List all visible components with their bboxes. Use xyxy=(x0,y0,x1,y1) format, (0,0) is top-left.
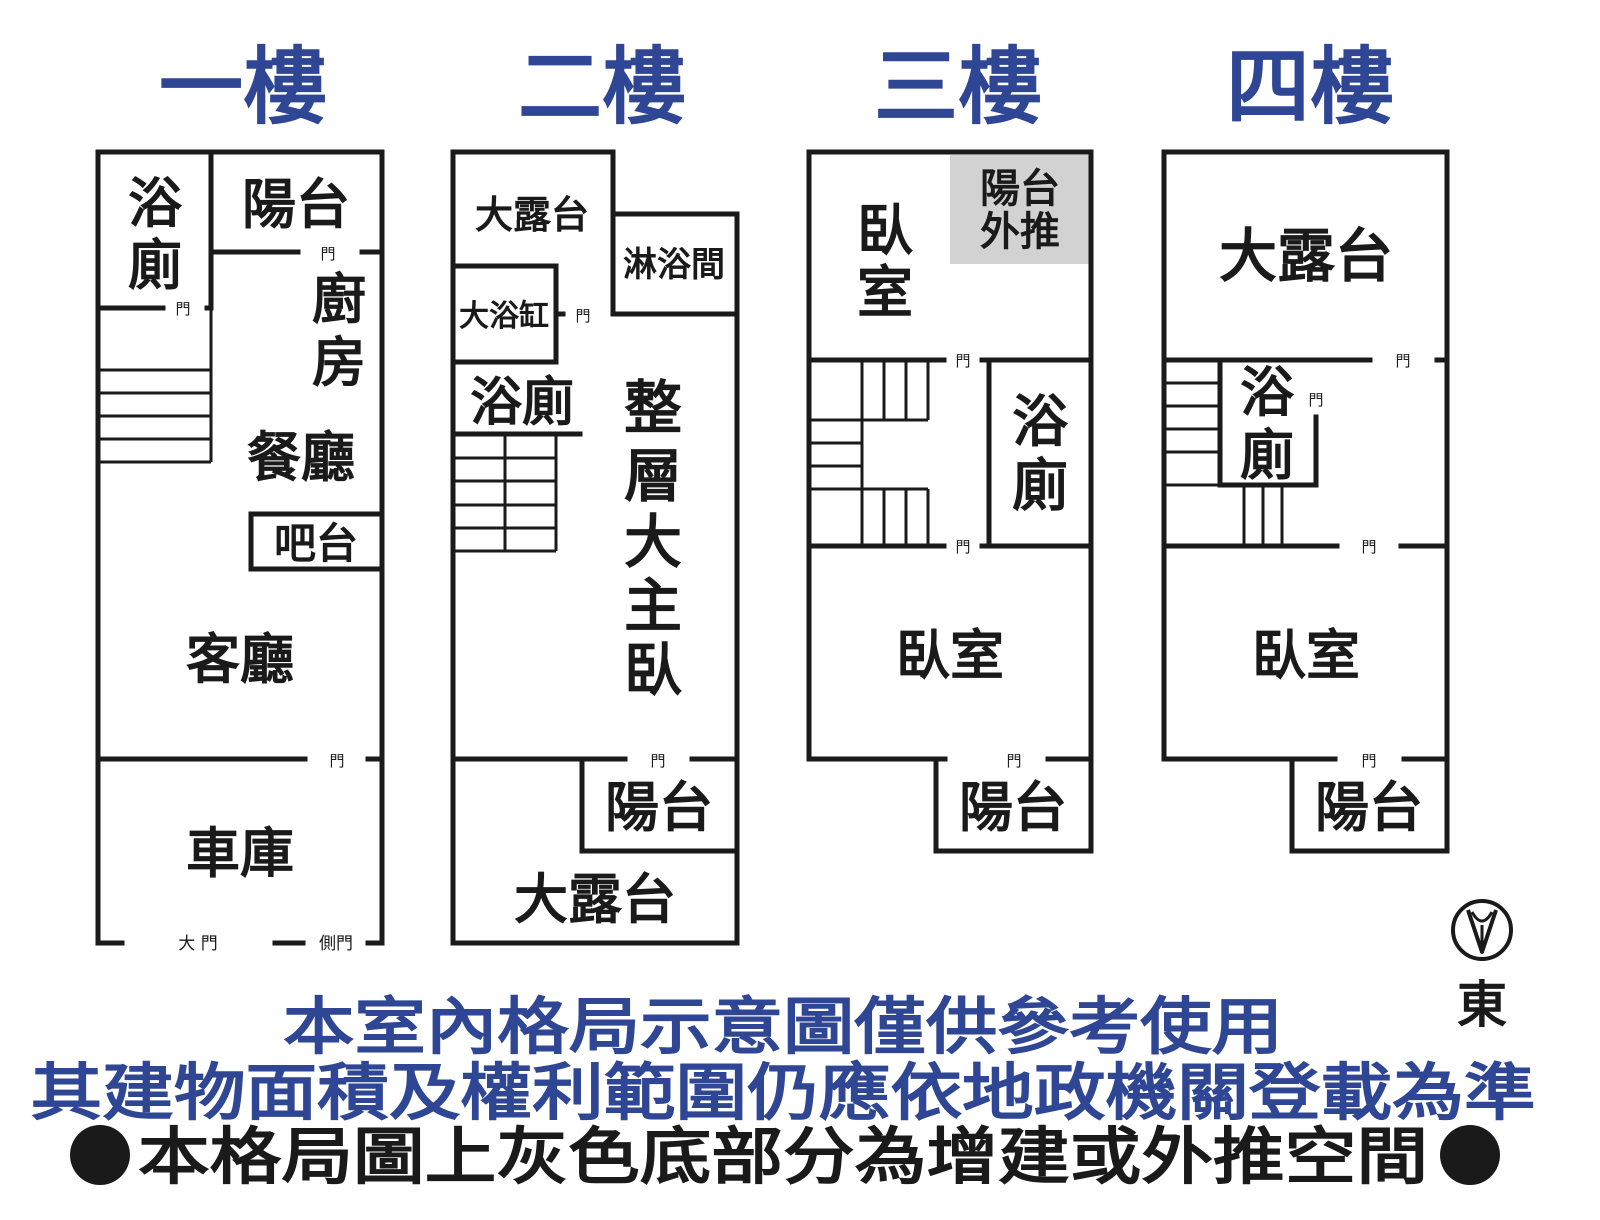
floor-2-plan xyxy=(450,149,740,946)
compass-label: 東 xyxy=(1457,976,1507,1034)
f4-door-upper: 門 xyxy=(1395,352,1410,370)
f3-door-upper: 門 xyxy=(955,352,970,370)
f2-terrace-top-label: 大露台 xyxy=(475,193,589,237)
floor-1-plan xyxy=(95,149,385,946)
f3-door-lower: 門 xyxy=(955,538,970,556)
f2-terrace-bottom-label: 大露台 xyxy=(514,868,676,931)
f1-kitchen-label-a: 廚 xyxy=(312,268,366,331)
f2-master-char-1: 整 xyxy=(624,374,682,442)
f1-bath-label-b: 廁 xyxy=(128,234,182,297)
f1-living-label: 客廳 xyxy=(186,628,294,691)
f1-door-garage: 門 xyxy=(329,752,344,770)
f1-side-door-label: 側門 xyxy=(319,934,353,954)
compass-icon xyxy=(1451,899,1513,961)
f2-balcony-label: 陽台 xyxy=(605,776,713,839)
f1-bar-label: 吧台 xyxy=(274,519,358,568)
f1-balcony-label: 陽台 xyxy=(242,173,350,236)
f4-door-bath: 門 xyxy=(1308,391,1323,409)
f2-bathtub-label: 大浴缸 xyxy=(459,299,549,334)
f2-shower-label: 淋浴間 xyxy=(623,245,725,285)
floor-2-title: 二樓 xyxy=(518,38,686,136)
f1-main-door-label: 大 門 xyxy=(178,934,217,954)
f3-bedroom-top-label-a: 臥 xyxy=(857,199,913,264)
disclaimer-line-1: 本室內格局示意圖僅供參考使用 xyxy=(283,990,1283,1063)
f2-master-char-2: 層 xyxy=(624,442,682,510)
f3-balcony-ext-label-b: 外推 xyxy=(980,209,1060,255)
gray-area-note: 本格局圖上灰色底部分為增建或外推空間 xyxy=(138,1120,1428,1193)
f3-balcony-ext-label-a: 陽台 xyxy=(980,166,1060,212)
f4-bedroom-label: 臥室 xyxy=(1252,624,1360,687)
f1-kitchen-label-b: 房 xyxy=(312,331,366,394)
f2-door-balcony: 門 xyxy=(650,752,665,770)
f1-dining-label: 餐廳 xyxy=(247,426,355,489)
f4-balcony-label: 陽台 xyxy=(1315,776,1423,839)
f2-bath-label: 浴廁 xyxy=(470,373,574,433)
f3-bath-label-a: 浴 xyxy=(1012,390,1069,455)
f3-bath-label-b: 廁 xyxy=(1012,454,1068,519)
f3-bedroom-label: 臥室 xyxy=(896,624,1004,687)
f3-extension-gray-area xyxy=(950,155,1089,264)
note-bullet-left-icon xyxy=(70,1125,130,1185)
f1-door-balcony: 門 xyxy=(320,245,335,263)
floor-4-plan xyxy=(1161,149,1450,854)
floor-4-title: 四樓 xyxy=(1226,38,1394,136)
f3-balcony-label: 陽台 xyxy=(959,776,1067,839)
f2-master-char-5: 臥 xyxy=(624,636,682,704)
f4-door-balcony: 門 xyxy=(1361,752,1376,770)
f4-terrace-label: 大露台 xyxy=(1219,222,1393,290)
f3-bedroom-top-label-b: 室 xyxy=(857,261,913,326)
f3-door-balcony: 門 xyxy=(1006,752,1021,770)
f2-door-bath: 門 xyxy=(575,307,590,325)
disclaimer-line-2: 其建物面積及權利範圍仍應依地政機關登載為準 xyxy=(31,1056,1536,1129)
f1-door-bath: 門 xyxy=(175,300,190,318)
f1-bath-label-a: 浴 xyxy=(128,172,183,235)
floor-1-title: 一樓 xyxy=(159,38,327,136)
floor-3-plan xyxy=(806,149,1094,854)
f2-master-char-4: 主 xyxy=(624,572,682,640)
f4-bath-label-a: 浴 xyxy=(1240,361,1295,424)
floor-3-title: 三樓 xyxy=(874,38,1042,136)
f4-door-lower: 門 xyxy=(1361,538,1376,556)
f1-garage-label: 車庫 xyxy=(186,822,294,885)
note-bullet-right-icon xyxy=(1440,1125,1500,1185)
f4-bath-label-b: 廁 xyxy=(1240,424,1294,487)
f2-master-char-3: 大 xyxy=(624,508,682,576)
